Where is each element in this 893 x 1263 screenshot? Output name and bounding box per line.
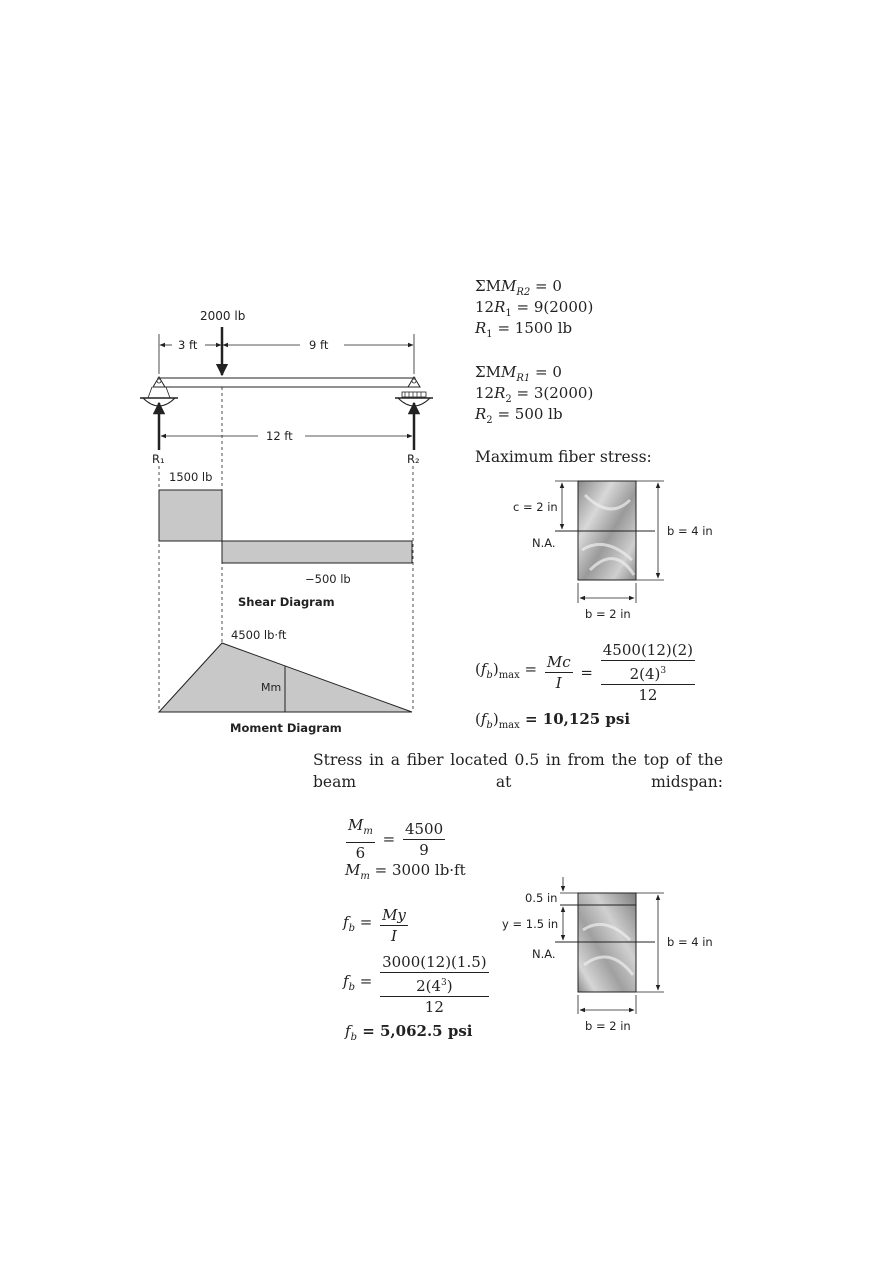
shear-negative-block xyxy=(221,540,413,564)
shear-negative-label: −500 lb xyxy=(305,572,351,586)
load-label: 2000 lb xyxy=(200,309,245,323)
eq-fb-numeric: fb = 3000(12)(1.5)2(43)12 xyxy=(343,953,489,1016)
shear-diagram-title: Shear Diagram xyxy=(238,595,335,609)
dim-left-label: 3 ft xyxy=(178,338,198,352)
fiber-paragraph: Stress in a fiber located 0.5 in from th… xyxy=(313,751,723,791)
shear-positive-block xyxy=(158,489,223,542)
moment-mid-label: Mm xyxy=(261,681,281,694)
span-label: 12 ft xyxy=(266,429,293,443)
moment-max-label: 4500 lb·ft xyxy=(231,628,287,642)
dim-right-label: 9 ft xyxy=(309,338,329,352)
r2-label: R₂ xyxy=(407,452,420,466)
eq-fb-max-result: (fb)max = 10,125 psi xyxy=(475,710,631,731)
eq-var: M xyxy=(500,277,517,295)
max-stress-heading: Maximum fiber stress: xyxy=(475,448,652,466)
eq-sum-moment-r2: ΣMMR2 = 0 xyxy=(475,277,562,298)
eq-r2-value: R2 = 500 lb xyxy=(475,405,563,426)
eq-mm-result: Mm = 3000 lb·ft xyxy=(345,861,466,882)
shear-positive-label: 1500 lb xyxy=(169,470,212,484)
eq-var: M xyxy=(500,363,517,381)
eq-sum-moment-r1: ΣMMR1 = 0 xyxy=(475,363,562,384)
eq-12r2: 12R2 = 3(2000) xyxy=(475,384,594,405)
eq-r1-value: R1 = 1500 lb xyxy=(475,319,573,340)
beam-body xyxy=(157,377,416,388)
moment-diagram-title: Moment Diagram xyxy=(230,721,342,735)
eq-fb-result: fb = 5,062.5 psi xyxy=(345,1022,473,1043)
eq-12r1: 12R1 = 9(2000) xyxy=(475,298,594,319)
r1-label: R₁ xyxy=(152,452,165,466)
